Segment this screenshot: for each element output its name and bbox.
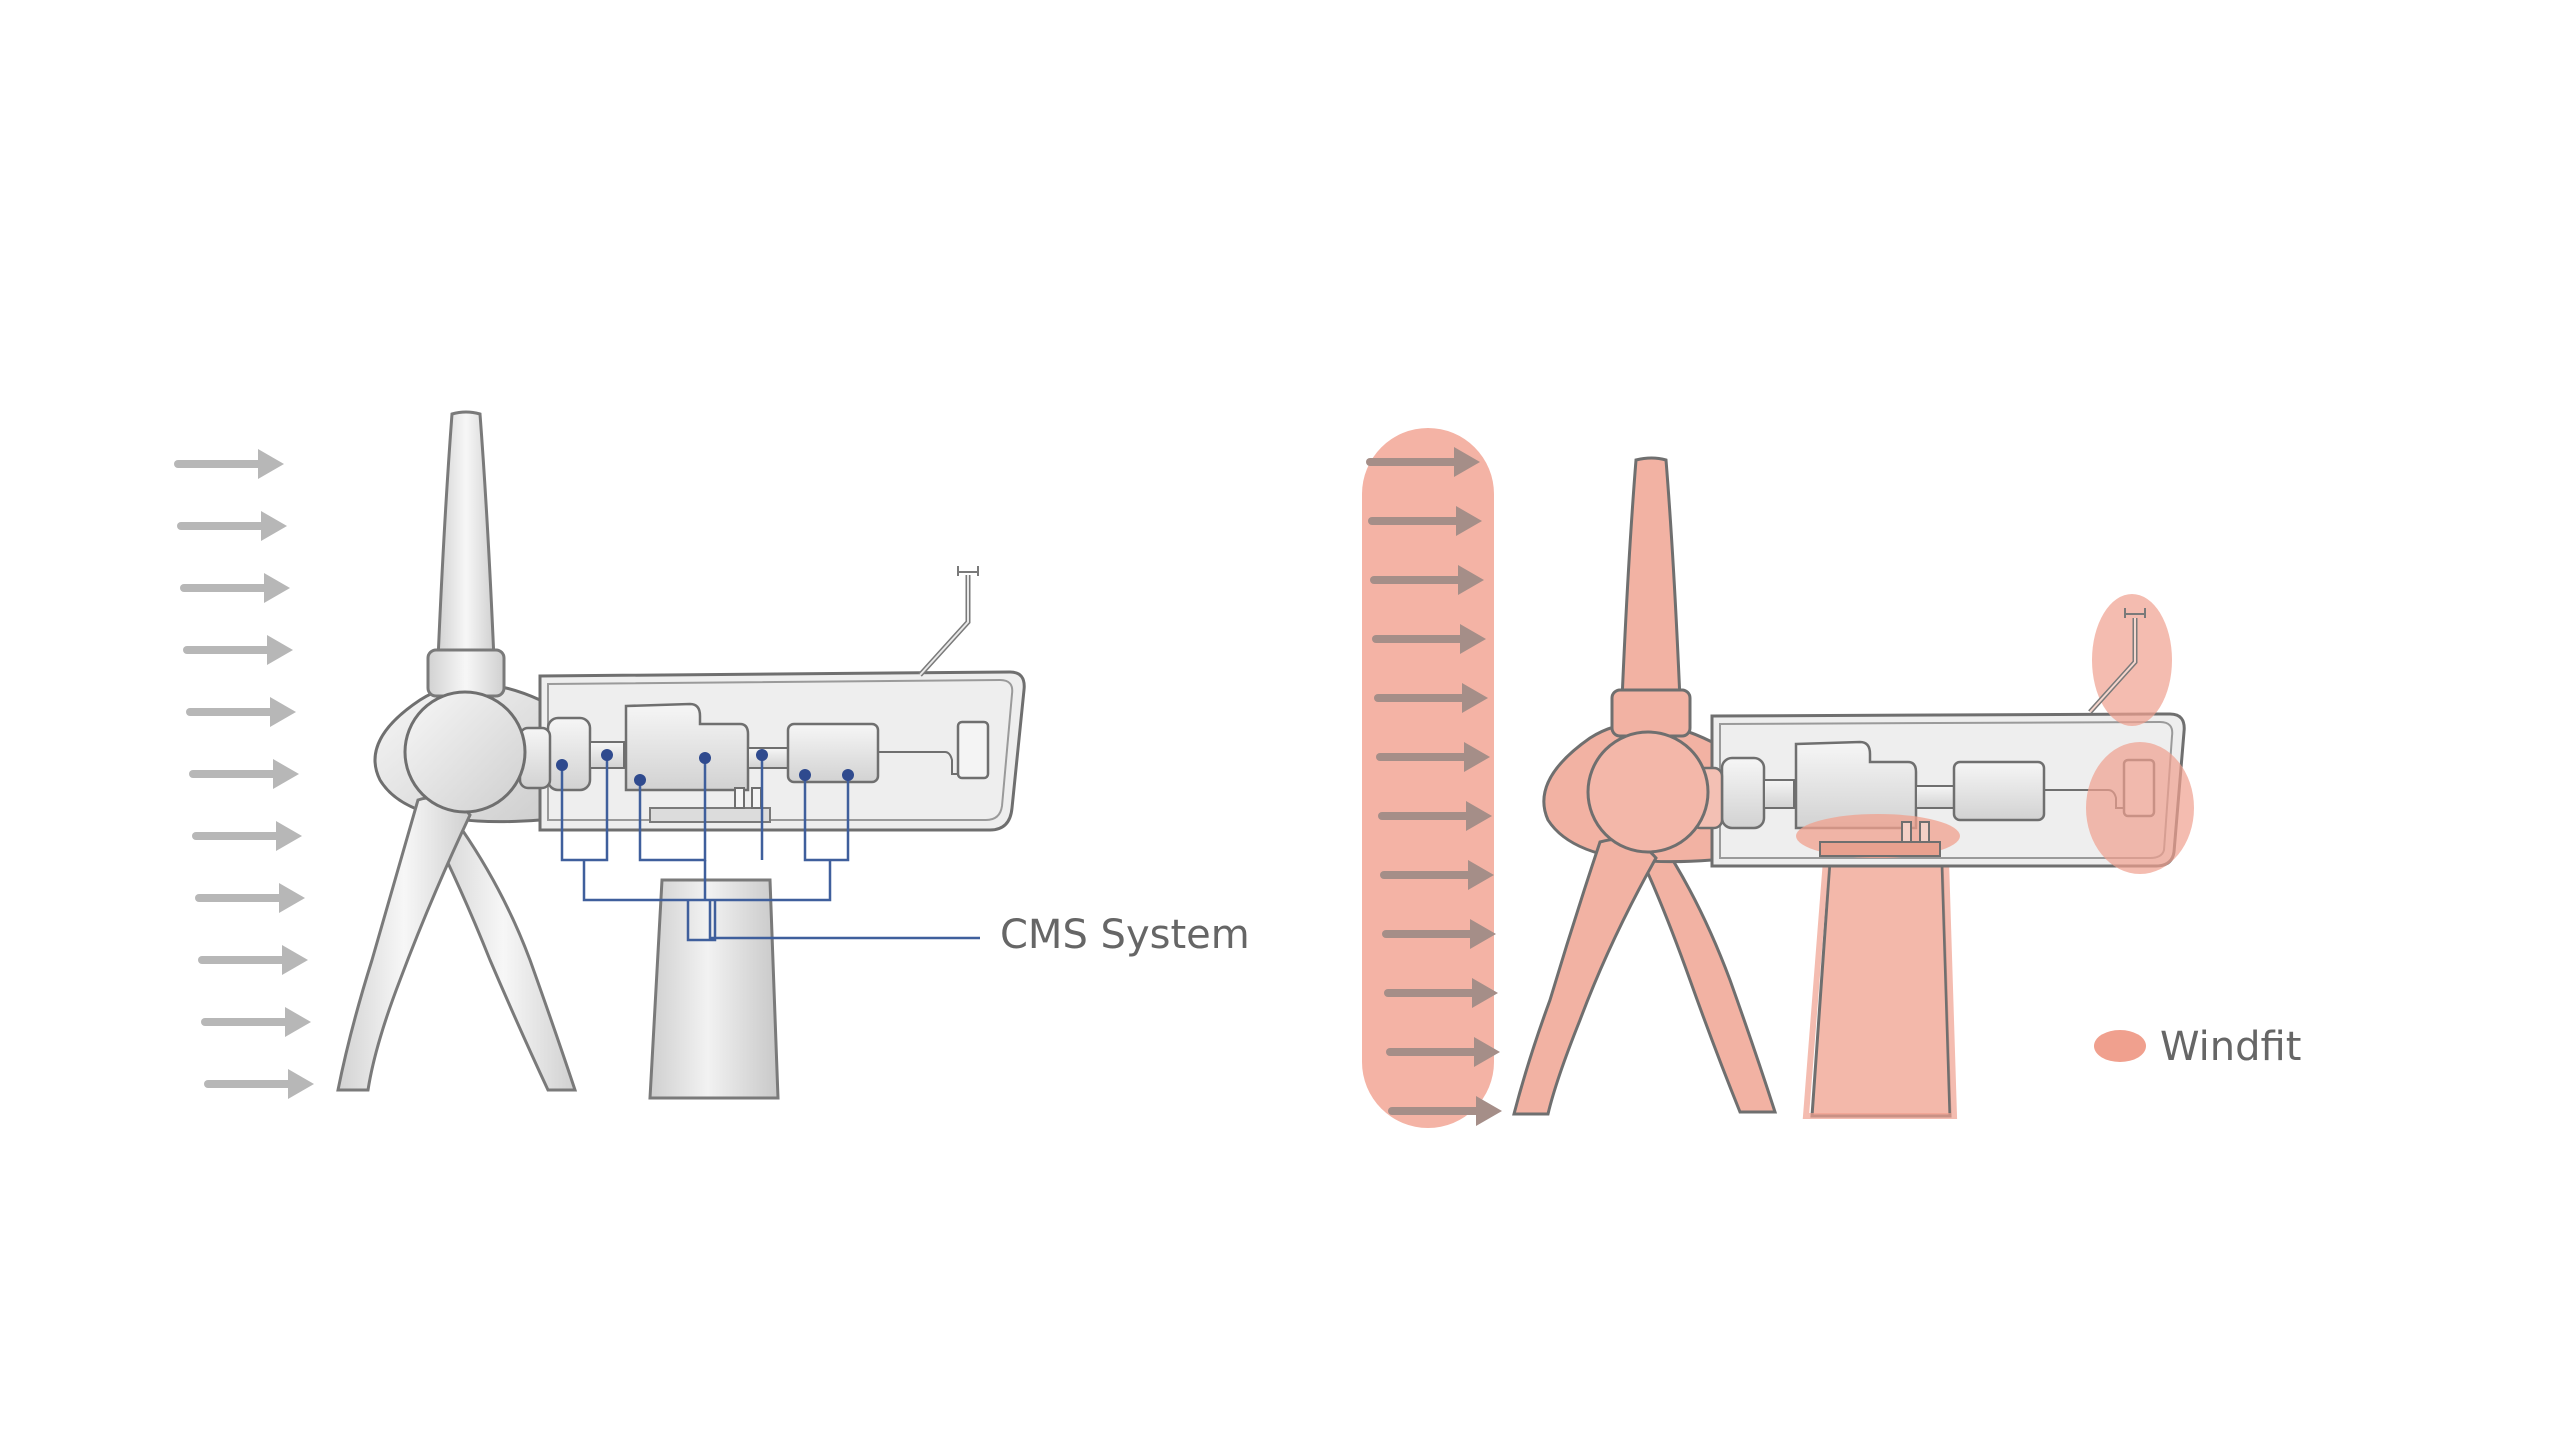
nacelle-left — [538, 670, 1026, 832]
anemometer-highlight — [2092, 594, 2172, 726]
wind-arrow-head — [285, 1007, 311, 1037]
cms-wiring — [560, 755, 980, 942]
legend-swatch-icon — [2094, 1030, 2146, 1062]
main-bearing-right — [1720, 756, 1766, 830]
wind-arrows-left — [174, 449, 314, 1099]
wind-arrow-head — [261, 511, 287, 541]
wind-arrow-head — [1454, 447, 1480, 477]
wind-arrow-head — [276, 821, 302, 851]
generator-right — [1952, 760, 2046, 822]
wind-highlight — [1362, 428, 1494, 1128]
hub-left — [403, 690, 527, 814]
wind-arrow-head — [288, 1069, 314, 1099]
wind-arrow-head — [267, 635, 293, 665]
windfit-legend: Windfit — [2094, 1024, 2301, 1070]
wind-arrows-right — [1366, 447, 1502, 1126]
wind-arrow-head — [1466, 801, 1492, 831]
wind-arrow-head — [1474, 1037, 1500, 1067]
wind-arrow-head — [1468, 860, 1494, 890]
blade-lower-right-left — [430, 807, 578, 1092]
blade-upper-left — [436, 410, 496, 662]
gearbox-left — [624, 702, 750, 792]
wind-arrow-head — [1476, 1096, 1502, 1126]
wind-arrow-head — [279, 883, 305, 913]
main-bearing-left — [546, 716, 592, 792]
cms-panel: CMS System — [174, 410, 1250, 1100]
gearbox-right — [1794, 740, 1918, 830]
anemometer-icon — [918, 566, 979, 677]
wind-arrow-head — [273, 759, 299, 789]
tower-left — [648, 878, 780, 1100]
tower-right — [1810, 858, 1952, 1118]
sensor-dot-icon — [556, 749, 854, 786]
wind-arrow-head — [270, 697, 296, 727]
anemometer-icon — [2088, 608, 2146, 714]
blade-upper-right — [1620, 456, 1682, 702]
wind-arrow-head — [1464, 742, 1490, 772]
cms-system-label: CMS System — [1000, 912, 1250, 958]
wind-arrow-head — [1460, 624, 1486, 654]
blade-lower-left-left — [336, 795, 472, 1092]
controller-left — [956, 720, 990, 780]
blade-lower-left-right — [1512, 837, 1658, 1116]
controller-highlight — [2086, 742, 2194, 874]
wind-arrow-head — [1470, 919, 1496, 949]
wind-arrow-head — [1462, 683, 1488, 713]
wind-arrow-head — [258, 449, 284, 479]
wind-arrow-head — [282, 945, 308, 975]
hub-right — [1586, 730, 1710, 854]
wind-arrow-head — [1458, 565, 1484, 595]
blade-lower-right-right — [1640, 837, 1778, 1114]
windfit-panel: Windfit — [1362, 428, 2301, 1128]
windfit-legend-label: Windfit — [2160, 1024, 2301, 1070]
wind-arrow-head — [1456, 506, 1482, 536]
wind-arrow-head — [264, 573, 290, 603]
wind-arrow-head — [1472, 978, 1498, 1008]
